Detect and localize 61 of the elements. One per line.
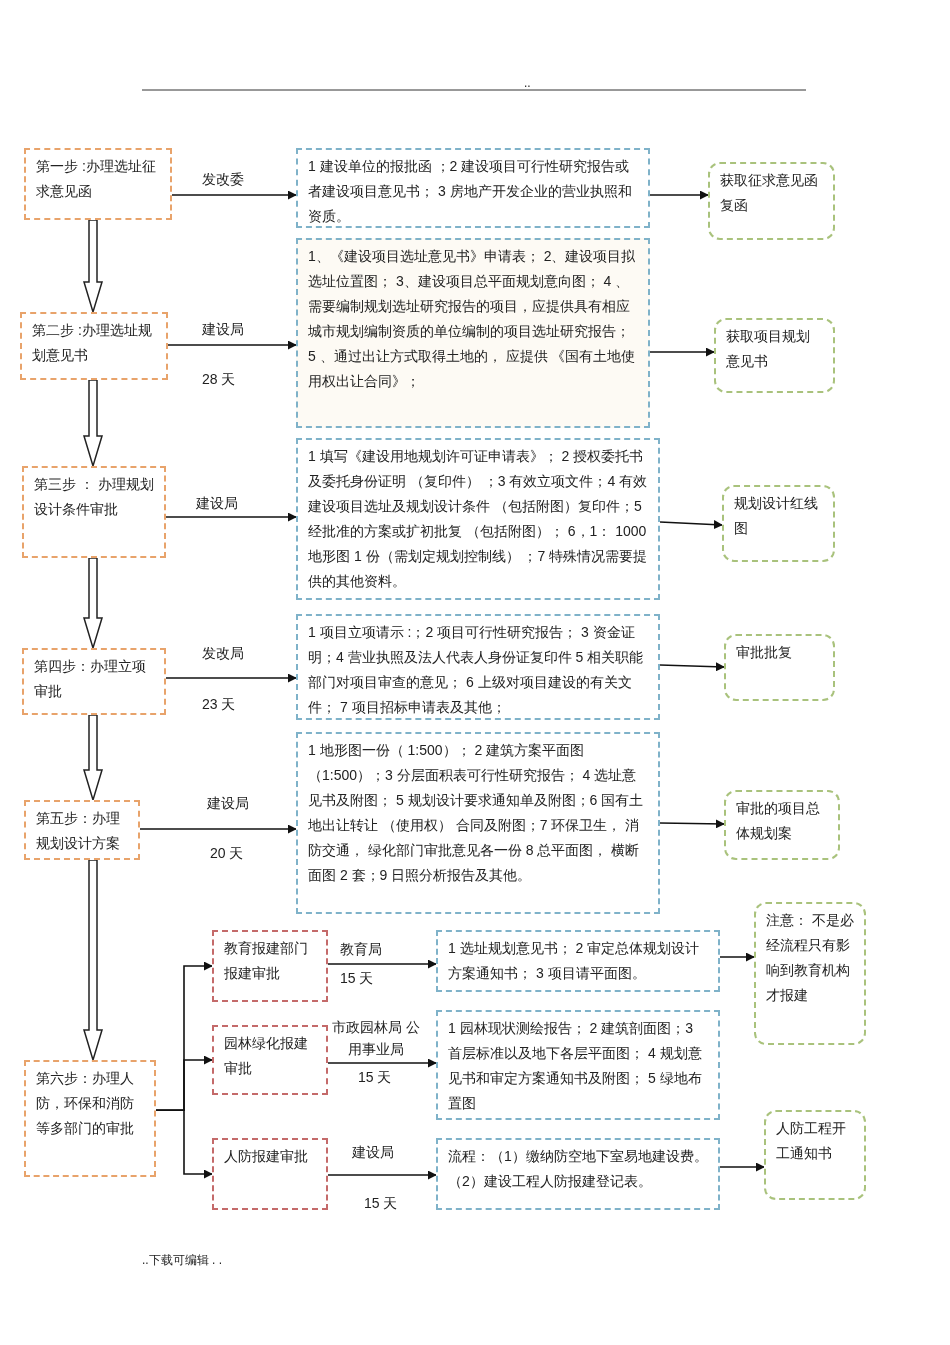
edge-label: 建设局 <box>207 794 249 812</box>
double-arrow <box>83 219 103 315</box>
double-arrow <box>83 859 103 1063</box>
arrow <box>167 340 297 350</box>
arrow <box>327 1170 437 1180</box>
header-text: .. <box>524 75 531 92</box>
arrow <box>649 190 709 200</box>
duration-label: 15 天 <box>364 1194 398 1212</box>
document-box: 1 项目立项请示 :；2 项目可行性研究报告； 3 资金证明；4 营业执照及法人代表人身份证复印件 5 相关职能部门对项目审查的意见； 6 上级对项目建设的有关文件； 7 项目招标申请表及其他； <box>296 614 660 720</box>
document-box: 1 填写《建设用地规划许可证申请表》； 2 授权委托书及委托身份证明 （复印件） ；3 有效立项文件；4 有效建设项目选址及规划设计条件 （包括附图）复印件；5 经批准的方案或扩初批复 （包括附图）； 6，1： 1000 地形图 1 份（需划定规划控制线） ；7 特殊情况需要提供的其他资料。 <box>296 438 660 600</box>
double-arrow <box>83 714 103 803</box>
arrow <box>649 347 715 357</box>
step-box: 第二步 :办理选址规划意见书 <box>20 312 168 380</box>
document-box: 1 选址规划意见书； 2 审定总体规划设计方案通知书； 3 项目请平面图。 <box>436 930 720 992</box>
arrow <box>155 1109 213 1179</box>
arrow <box>139 824 297 834</box>
document-box: 1 园林现状测绘报告； 2 建筑剖面图；3 首层标准以及地下各层平面图； 4 规划意见书和审定方案通知书及附图； 5 绿地布置图 <box>436 1010 720 1120</box>
edge-label: 市政园林局 公用事业局 <box>331 1018 421 1059</box>
arrow <box>659 662 725 672</box>
arrow <box>659 520 723 530</box>
arrow <box>659 819 725 829</box>
double-arrow <box>83 557 103 651</box>
duration-label: 15 天 <box>340 969 374 987</box>
edge-label: 建设局 <box>196 494 238 512</box>
duration-label: 23 天 <box>202 695 236 713</box>
duration-label: 20 天 <box>210 844 244 862</box>
step-box: 第三步 ： 办理规划设计条件审批 <box>22 466 166 558</box>
approval-box: 人防报建审批 <box>212 1138 328 1210</box>
document-box: 1、《建设项目选址意见书》申请表； 2、建设项目拟选址位置图； 3、建设项目总平面规划意向图； 4 、需要编制规划选址研究报告的项目，应提供具有相应城市规划编制资质的单位编制的项目选址研究报告； 5 、通过出让方式取得土地的， 应提供 《国有土地使用权出让合同》； <box>296 238 650 428</box>
arrow <box>165 673 297 683</box>
edge-label: 发改局 <box>202 644 244 662</box>
edge-label: 建设局 <box>202 320 244 338</box>
step-box: 第一步 :办理选址征求意见函 <box>24 148 172 220</box>
duration-label: 15 天 <box>358 1068 392 1086</box>
document-box: 流程：（1）缴纳防空地下室易地建设费。（2）建设工程人防报建登记表。 <box>436 1138 720 1210</box>
arrow <box>171 190 297 200</box>
step-box: 第四步：办理立项审批 <box>22 648 166 715</box>
footer-text: ..下载可编辑 . . <box>142 1252 222 1269</box>
document-box: 1 建设单位的报批函 ；2 建设项目可行性研究报告或者建设项目意见书； 3 房地产开发企业的营业执照和资质。 <box>296 148 650 228</box>
edge-label: 教育局 <box>340 940 382 958</box>
result-box: 规划设计红线图 <box>722 485 835 562</box>
duration-label: 28 天 <box>202 370 236 388</box>
approval-box: 教育报建部门报建审批 <box>212 930 328 1002</box>
result-box: 获取项目规划意见书 <box>714 318 835 393</box>
arrow <box>327 1058 437 1068</box>
arrow <box>327 959 437 969</box>
result-box: 人防工程开工通知书 <box>764 1110 866 1200</box>
result-box: 审批批复 <box>724 634 835 701</box>
approval-box: 园林绿化报建审批 <box>212 1025 328 1095</box>
double-arrow <box>83 379 103 469</box>
edge-label: 发改委 <box>202 170 244 188</box>
arrow <box>165 512 297 522</box>
step-box: 第五步：办理规划设计方案 <box>24 800 140 860</box>
arrow <box>719 952 755 962</box>
arrow <box>719 1162 765 1172</box>
document-box: 1 地形图一份（ 1:500）； 2 建筑方案平面图（1:500）；3 分层面积表可行性研究报告； 4 选址意见书及附图； 5 规划设计要求通知单及附图；6 国有土地出让转让 （使用权） 合同及附图；7 环保卫生， 消防交通， 绿化部门审批意见各一份 8 总平面图， 横断面图 2 套；9 日照分析报告及其他。 <box>296 732 660 914</box>
note-box: 注意： 不是必经流程只有影响到教育机构才报建 <box>754 902 866 1045</box>
edge-label: 建设局 <box>352 1143 394 1161</box>
result-box: 审批的项目总体规划案 <box>724 790 840 860</box>
step-box: 第六步：办理人防，环保和消防等多部门的审批 <box>24 1060 156 1177</box>
result-box: 获取征求意见函复函 <box>708 162 835 240</box>
